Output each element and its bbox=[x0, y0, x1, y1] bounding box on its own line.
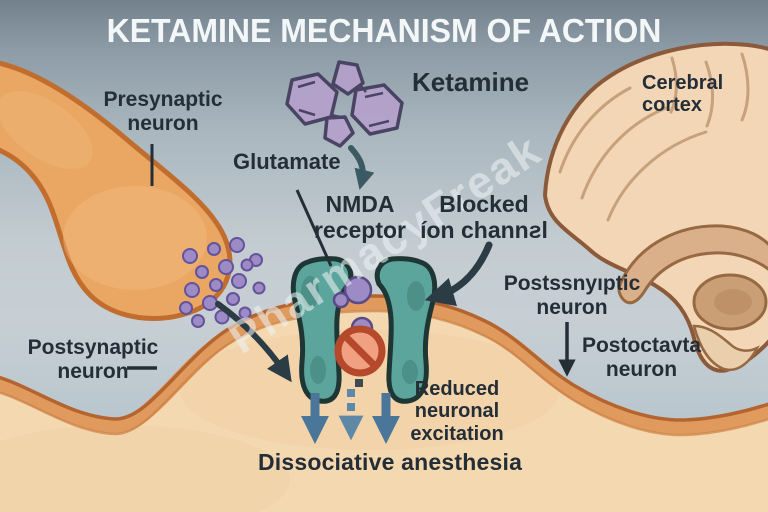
pointer-lines bbox=[127, 144, 333, 370]
glutamate-vesicles bbox=[179, 237, 266, 328]
label-line: excitation bbox=[410, 422, 504, 445]
label-line: Reduced bbox=[414, 378, 500, 400]
glutamate-in-receptor bbox=[332, 275, 374, 340]
blocked-channel-icon bbox=[334, 325, 386, 387]
label-reduced-neuronal-excitation: Reduced neuronal excitation bbox=[401, 378, 513, 445]
label-line: neuron bbox=[57, 359, 129, 383]
label-line: neuronal bbox=[414, 400, 500, 423]
label-line: neuron bbox=[605, 357, 678, 381]
label-line: Blocked bbox=[439, 191, 529, 217]
label-line: cortex bbox=[642, 94, 703, 117]
label-nmda-receptor: NMDA receptor bbox=[312, 191, 408, 244]
nmda-receptor-icon bbox=[290, 256, 438, 404]
label-line: Postoctavta bbox=[581, 334, 702, 357]
label-blocked-ion-channel: Blocked íon channƨl bbox=[420, 191, 548, 244]
reduced-excitation-arrows bbox=[301, 389, 400, 444]
label-line: Postsynaptic bbox=[27, 336, 159, 359]
brainstem bbox=[692, 324, 760, 372]
label-postsynaptic-neuron-left: Postsynaptic neuron bbox=[18, 336, 168, 383]
corpus-callosum bbox=[617, 224, 768, 305]
ketamine-molecule-icon bbox=[285, 60, 404, 148]
label-line: NMDA bbox=[325, 191, 395, 217]
label-glutamate: Glutamate bbox=[233, 149, 341, 174]
label-ketamine: Ketamine bbox=[412, 67, 530, 97]
label-cerebral-cortex: Cerebral cortex bbox=[642, 72, 723, 117]
label-line: neuron bbox=[127, 111, 199, 135]
label-line: neuron bbox=[536, 295, 608, 319]
label-line: Cerebral bbox=[642, 72, 724, 94]
label-line: Presynaptic bbox=[103, 88, 223, 111]
brain-illustration bbox=[543, 41, 768, 373]
label-postsynaptic-neuron-right: Postssnyıptic neuron bbox=[501, 272, 643, 319]
label-line: Postssnyıptic bbox=[503, 272, 641, 295]
label-line: receptor bbox=[313, 216, 407, 243]
glutamate-to-membrane-arrow bbox=[215, 301, 292, 383]
label-dissociative-anesthesia: Dissociative anesthesia bbox=[257, 449, 523, 475]
page-title: KETAMINE MECHANISM OF ACTION bbox=[106, 12, 662, 49]
ketamine-down-arrow bbox=[348, 145, 375, 190]
label-postoctavta-neuron: Postoctavta neuron bbox=[574, 334, 709, 381]
presynaptic-neuron-shape bbox=[0, 60, 233, 321]
gyri-lines bbox=[558, 52, 750, 222]
blocked-channel-arrow bbox=[424, 241, 493, 307]
label-line: íon channƨl bbox=[420, 216, 548, 243]
label-presynaptic-neuron: Presynaptic neuron bbox=[93, 88, 233, 135]
